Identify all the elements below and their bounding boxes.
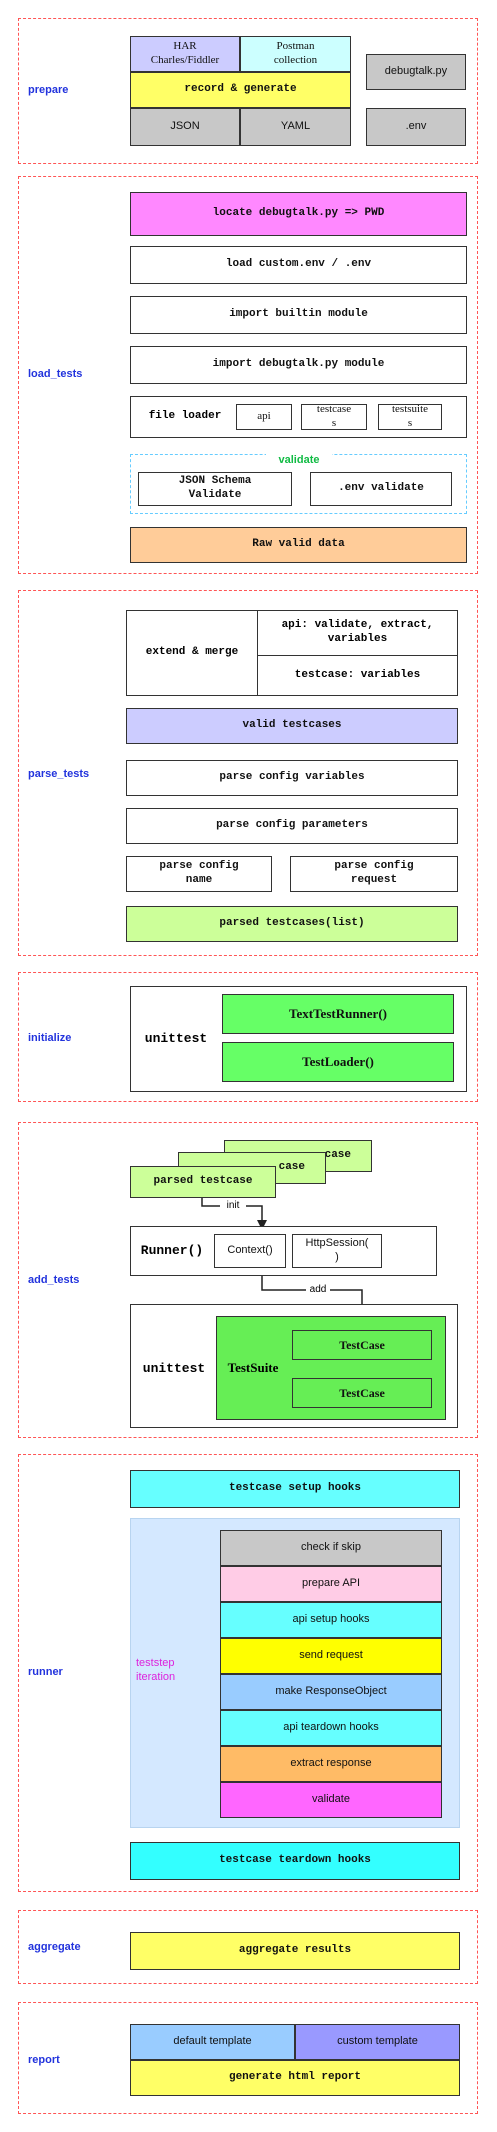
stack-mid-label: case — [278, 1161, 305, 1174]
validate-box: validate — [220, 1782, 442, 1818]
validate-title: validate — [266, 454, 332, 468]
generate-html-report-box: generate html report — [130, 2060, 460, 2096]
stage-report — [18, 2002, 478, 2114]
stage-label-initialize: initialize — [28, 1032, 72, 1044]
load-env-box: load custom.env / .env — [130, 246, 467, 284]
testcase-setup-hooks-box: testcase setup hooks — [130, 1470, 460, 1508]
postman-box: Postman collection — [240, 36, 351, 72]
stage-label-prepare: prepare — [28, 84, 69, 96]
stage-initialize — [18, 972, 478, 1102]
stage-label-aggregate: aggregate — [28, 1941, 81, 1953]
yaml-box: YAML — [240, 108, 351, 146]
testcases-box: testcase s — [301, 403, 367, 430]
stack-back-label: case — [324, 1149, 351, 1162]
aggregate-results-box: aggregate results — [130, 1932, 460, 1970]
parse-config-request-box: parse config request — [290, 856, 458, 892]
stage-runner — [18, 1454, 478, 1892]
text-test-runner-box: TextTestRunner() — [222, 994, 454, 1034]
api-merge-line: api: validate, extract, variables — [258, 611, 457, 656]
extend-merge-label: extend & merge — [127, 611, 258, 695]
parse-config-name-box: parse config name — [126, 856, 272, 892]
test-loader-box: TestLoader() — [222, 1042, 454, 1082]
parsed-testcases-list-box: parsed testcases(list) — [126, 906, 458, 942]
testcase-merge-line: testcase: variables — [294, 668, 421, 681]
parsed-testcase-box: parsed testcase — [130, 1166, 276, 1198]
prepare-api-box: prepare API — [220, 1566, 442, 1602]
har-box: HAR Charles/Fiddler — [130, 36, 240, 72]
api-box: api — [236, 404, 292, 430]
unittest-suite-label: unittest — [142, 1360, 206, 1376]
file-loader-label: file loader — [148, 410, 222, 423]
stage-label-parse-tests: parse_tests — [28, 768, 90, 780]
api-teardown-hooks-box: api teardown hooks — [220, 1710, 442, 1746]
runner-label: Runner() — [140, 1242, 204, 1258]
json-schema-box: JSON Schema Validate — [138, 472, 292, 506]
stage-label-runner: runner — [28, 1666, 63, 1678]
stage-prepare — [18, 18, 478, 164]
valid-testcases-box: valid testcases — [126, 708, 458, 744]
stage-label-add-tests: add_tests — [28, 1274, 80, 1286]
env-box: .env — [366, 108, 466, 146]
make-responseobject-box: make ResponseObject — [220, 1674, 442, 1710]
stage-label-load-tests: load_tests — [28, 368, 83, 380]
init-label: init — [220, 1199, 246, 1213]
stage-add-tests — [18, 1122, 478, 1438]
raw-valid-data-box: Raw valid data — [130, 527, 467, 563]
locate-debugtalk-box: locate debugtalk.py => PWD — [130, 192, 467, 236]
custom-template-box: custom template — [295, 2024, 460, 2060]
stage-aggregate — [18, 1910, 478, 1984]
json-box: JSON — [130, 108, 240, 146]
api-setup-hooks-box: api setup hooks — [220, 1602, 442, 1638]
file-loader-box: file loader api testcase s testsuite s — [130, 396, 467, 438]
stage-parse-tests — [18, 590, 478, 956]
env-validate-box: .env validate — [310, 472, 452, 506]
add-label: add — [306, 1283, 330, 1297]
default-template-box: default template — [130, 2024, 295, 2060]
import-builtin-box: import builtin module — [130, 296, 467, 334]
testsuite-label: TestSuite — [227, 1359, 279, 1375]
stage-load-tests — [18, 176, 478, 574]
extend-merge-box: extend & merge api: validate, extract, v… — [126, 610, 458, 696]
context-box: Context() — [214, 1234, 286, 1268]
record-generate-box: record & generate — [130, 72, 351, 108]
check-if-skip-box: check if skip — [220, 1530, 442, 1566]
httpsession-box: HttpSession( ) — [292, 1234, 382, 1268]
extract-response-box: extract response — [220, 1746, 442, 1782]
unittest-init-label: unittest — [144, 1030, 208, 1046]
teststep-iteration-label: teststep iteration — [136, 1657, 176, 1683]
parse-config-variables-box: parse config variables — [126, 760, 458, 796]
import-debugtalk-box: import debugtalk.py module — [130, 346, 467, 384]
testcase-box-2: TestCase — [292, 1378, 432, 1408]
debugtalk-box: debugtalk.py — [366, 54, 466, 90]
parse-config-parameters-box: parse config parameters — [126, 808, 458, 844]
testcase-teardown-hooks-box: testcase teardown hooks — [130, 1842, 460, 1880]
testsuites-box: testsuite s — [378, 403, 442, 430]
stage-label-report: report — [28, 2054, 60, 2066]
send-request-box: send request — [220, 1638, 442, 1674]
testcase-box-1: TestCase — [292, 1330, 432, 1360]
